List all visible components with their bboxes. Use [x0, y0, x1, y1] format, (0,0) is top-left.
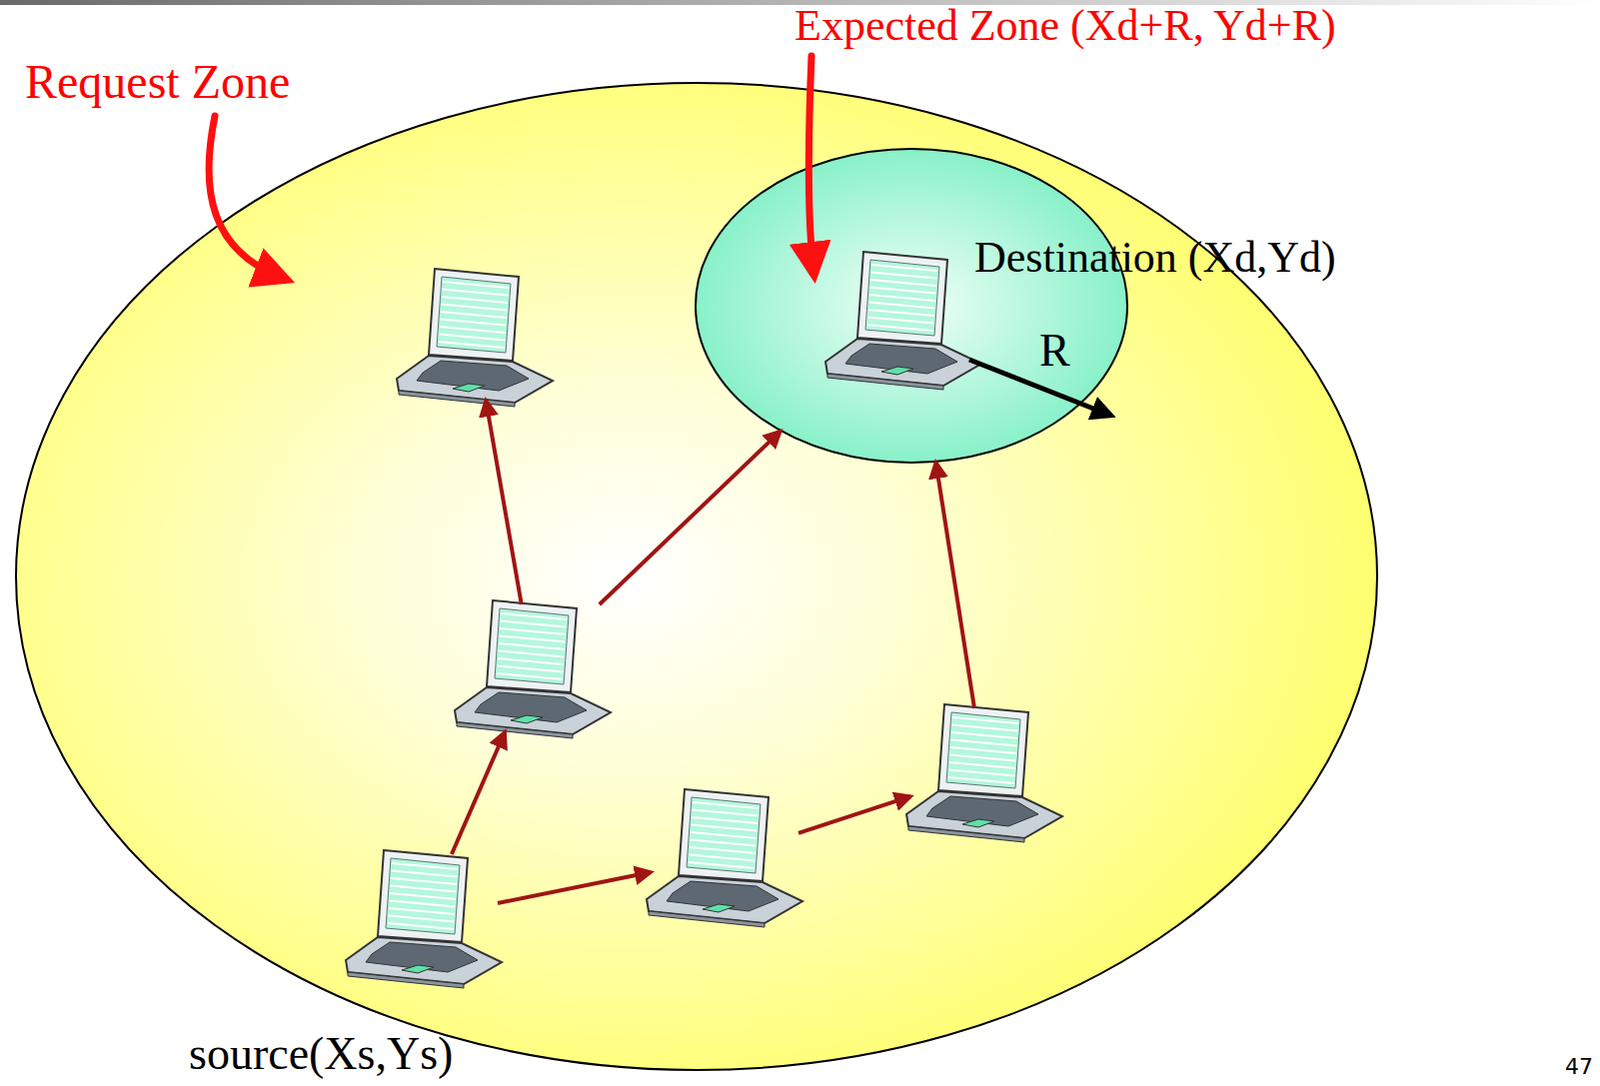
route-arrow	[451, 732, 505, 855]
laptop-icon	[823, 249, 984, 390]
laptop-node	[394, 266, 555, 407]
node-label: source(Xs,Ys)	[188, 1029, 453, 1081]
route-arrow	[798, 796, 911, 834]
callout-arrow	[208, 115, 282, 278]
laptop-node	[644, 787, 805, 928]
page-number: 47	[1565, 1055, 1594, 1080]
route-arrow	[599, 431, 781, 605]
route-arrow	[497, 872, 651, 904]
route-arrow	[936, 462, 976, 709]
laptop-node	[904, 702, 1065, 843]
laptop-icon	[644, 787, 805, 928]
zone-ellipse: Expected Zone (Xd+R, Yd+R)Destination (X…	[694, 147, 1129, 464]
laptop-icon	[394, 266, 555, 407]
laptop-icon	[343, 848, 504, 989]
radius-label: R	[1039, 325, 1071, 377]
top-bar	[0, 0, 1600, 5]
laptop-node	[452, 598, 613, 739]
node-label: Destination (Xd,Yd)	[974, 233, 1337, 282]
laptop-icon	[452, 598, 613, 739]
route-arrow	[485, 400, 522, 605]
radius-arrow	[969, 359, 1112, 416]
laptop-node: Destination (Xd,Yd)	[823, 249, 984, 390]
node-label: Request Zone	[24, 55, 290, 109]
callout-arrow	[808, 55, 814, 270]
node-label: Expected Zone (Xd+R, Yd+R)	[794, 1, 1337, 50]
laptop-icon	[904, 702, 1065, 843]
laptop-node: source(Xs,Ys)	[343, 848, 504, 989]
